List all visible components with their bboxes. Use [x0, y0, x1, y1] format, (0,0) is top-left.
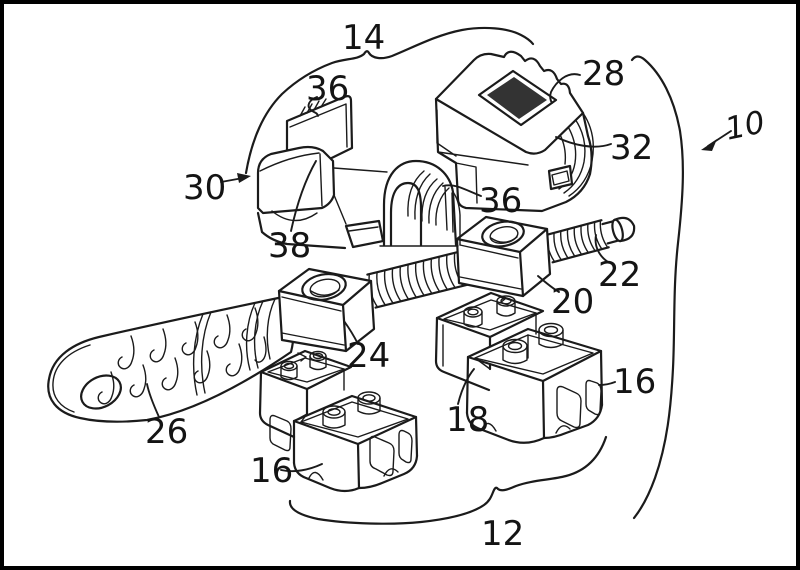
ref-label-36-right: 36 — [479, 181, 522, 221]
reference-numerals: 10 12 14 16 16 18 20 22 24 26 28 30 32 3… — [145, 18, 768, 554]
leader-26 — [146, 383, 160, 418]
arrow-30 — [220, 173, 251, 183]
leader-18 — [457, 368, 475, 405]
side-layers-32 — [557, 112, 595, 197]
ref-label-24: 24 — [347, 336, 390, 376]
ref-label-30: 30 — [183, 168, 226, 208]
ref-label-26: 26 — [145, 412, 188, 452]
post — [463, 306, 483, 328]
head-left-ear — [436, 109, 457, 157]
leader-20 — [537, 275, 560, 293]
post — [538, 322, 564, 349]
leader-28 — [549, 73, 581, 104]
window-opening — [487, 77, 547, 119]
leader-36-right — [442, 184, 482, 197]
leader-36-top — [307, 96, 319, 117]
window-frame — [477, 69, 558, 127]
leader-16-left — [280, 463, 323, 473]
post — [357, 391, 381, 415]
post — [280, 360, 298, 381]
post — [309, 350, 327, 371]
leader-32 — [555, 136, 612, 148]
post — [502, 338, 528, 365]
slider-block-20 — [455, 215, 552, 298]
ref-label-38: 38 — [268, 226, 311, 266]
ref-label-16-right: 16 — [613, 362, 656, 402]
ref-label-12: 12 — [481, 514, 524, 554]
post — [322, 405, 346, 429]
ref-label-18: 18 — [446, 400, 489, 440]
ref-label-28: 28 — [582, 54, 625, 94]
leader-lines — [146, 73, 732, 473]
ref-label-10: 10 — [722, 104, 768, 147]
latch-window — [547, 164, 574, 191]
ref-label-36-top: 36 — [306, 69, 349, 109]
handle-26 — [47, 295, 295, 423]
brace-12 — [288, 435, 608, 525]
ref-label-14: 14 — [342, 18, 385, 58]
leader-24 — [343, 320, 359, 345]
leader-38 — [290, 160, 317, 232]
ref-label-22: 22 — [598, 255, 641, 295]
leader-22 — [594, 234, 609, 263]
post — [496, 295, 516, 317]
clamp-block-16-left — [258, 349, 419, 493]
ref-label-16-left: 16 — [250, 451, 293, 491]
saddle-base — [256, 167, 388, 250]
leader-16-right — [598, 381, 616, 386]
brace-14 — [244, 26, 535, 175]
ref-label-32: 32 — [610, 128, 653, 168]
clamp-block-18 — [434, 291, 604, 444]
ref-label-20: 20 — [551, 282, 594, 322]
bracket-10 — [630, 55, 684, 520]
arrow-10 — [701, 130, 732, 151]
head-part-28 — [434, 50, 595, 213]
